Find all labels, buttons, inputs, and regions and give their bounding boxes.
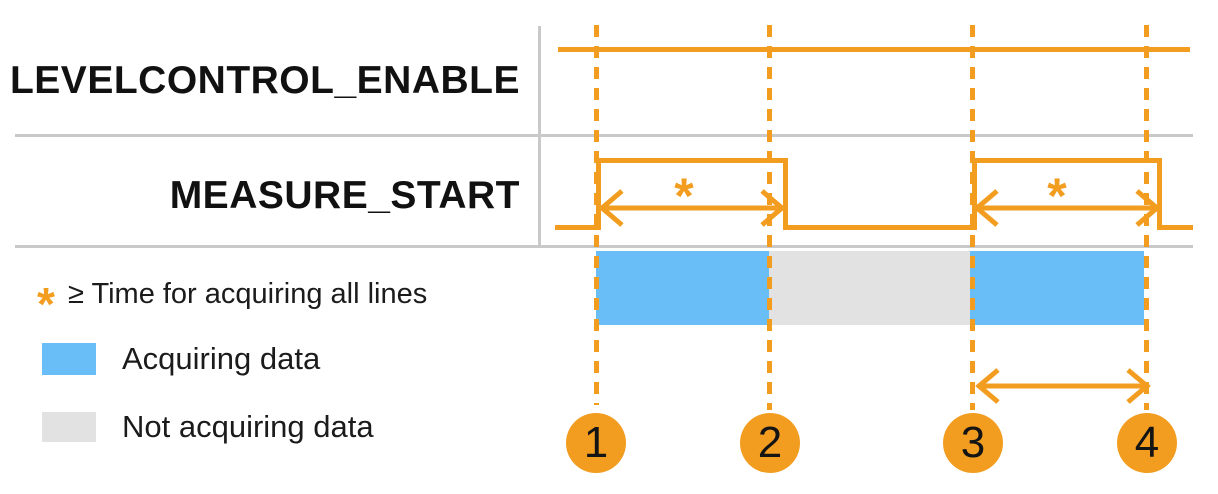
marker-3-4-span-arrow [975, 368, 1151, 404]
measure-start-fall-2 [1157, 158, 1162, 230]
signal-label-measure-start: MEASURE_START [169, 174, 520, 217]
measure-start-fall-1 [783, 158, 788, 230]
pulse-width-arrow-2 [973, 189, 1161, 227]
marker-circle-4: 4 [1117, 413, 1177, 473]
measure-start-low-c [1157, 225, 1193, 230]
pulse-1-star-annotation: * [674, 168, 694, 224]
measure-start-high-1 [596, 158, 788, 163]
measure-start-rise-1 [596, 158, 601, 230]
legend-not-acquiring-swatch [42, 412, 96, 442]
legend-acquiring-swatch [42, 343, 96, 375]
legend-star-icon: * [37, 278, 55, 331]
row-separator-top [15, 134, 1193, 137]
measure-start-low-a [555, 225, 601, 230]
row-separator-bottom [15, 245, 1193, 248]
legend-acquiring-label: Acquiring data [122, 341, 321, 376]
measure-start-low-b [783, 225, 977, 230]
acquiring-bar-1 [596, 251, 769, 325]
legend-star-label: ≥ Time for acquiring all lines [68, 278, 428, 310]
acquiring-bar-2 [970, 251, 1144, 325]
marker-circle-3: 3 [943, 413, 1003, 473]
label-axis-line [538, 26, 541, 248]
pulse-2-star-annotation: * [1047, 168, 1067, 224]
measure-start-high-2 [972, 158, 1162, 163]
not-acquiring-bar [769, 251, 970, 325]
pulse-width-arrow-1 [598, 189, 786, 227]
marker-circle-2: 2 [740, 413, 800, 473]
measure-start-rise-2 [972, 158, 977, 230]
levelcontrol-enable-high-line [558, 47, 1190, 52]
marker-circle-1: 1 [566, 413, 626, 473]
legend-not-acquiring-label: Not acquiring data [122, 409, 374, 444]
signal-label-levelcontrol-enable: LEVELCONTROL_ENABLE [9, 59, 520, 102]
